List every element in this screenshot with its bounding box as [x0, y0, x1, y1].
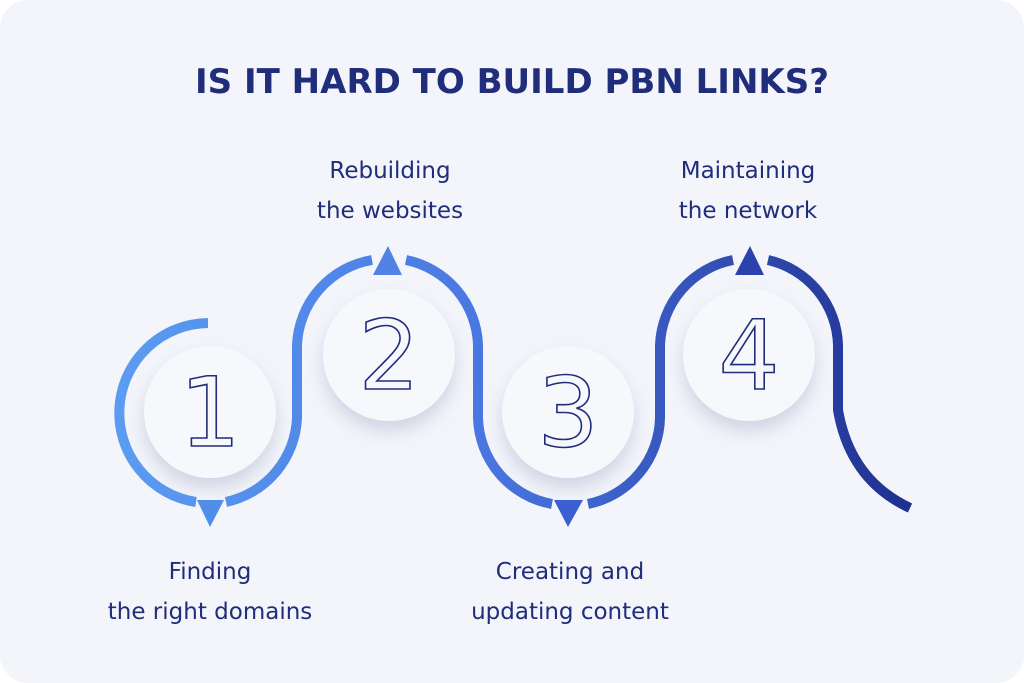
step-number-1: 1 — [179, 357, 240, 469]
step-circle-4 — [683, 289, 815, 421]
connector-arc-4 — [766, 255, 913, 513]
step-label-1-line2: the right domains — [107, 599, 313, 625]
step-label-1-line1: Finding — [168, 559, 252, 585]
arrow-down-1 — [197, 500, 224, 527]
page-title: IS IT HARD TO BUILD PBN LINKS? — [195, 62, 829, 102]
arrow-up-4 — [735, 246, 764, 275]
step-circle-2 — [323, 289, 455, 421]
step-label-4-line2: the network — [678, 198, 818, 224]
step-label-2-line2: the websites — [316, 198, 464, 224]
step-label-3-line1: Creating and — [495, 559, 645, 585]
step-number-4: 4 — [718, 300, 779, 412]
connector-arc-3 — [586, 255, 735, 509]
step-label-2-line1: Rebuilding — [329, 158, 451, 184]
step-circle-3 — [502, 346, 634, 478]
connector-arc-1 — [114, 318, 209, 507]
step-label-4-line1: Maintaining — [680, 158, 816, 184]
arrow-up-2 — [373, 246, 402, 275]
step-label-1: Finding the right domains — [60, 552, 360, 632]
step-circle-1 — [144, 346, 276, 478]
step-number-3: 3 — [537, 357, 598, 469]
step-label-3-line2: updating content — [471, 599, 669, 625]
step-label-2: Rebuilding the websites — [240, 151, 540, 231]
connector-arc-2 — [404, 255, 553, 509]
step-label-3: Creating and updating content — [420, 552, 720, 632]
connector-arc-1b — [224, 255, 373, 507]
step-label-4: Maintaining the network — [598, 151, 898, 231]
step-number-2: 2 — [358, 300, 419, 412]
arrow-down-3 — [554, 500, 583, 527]
